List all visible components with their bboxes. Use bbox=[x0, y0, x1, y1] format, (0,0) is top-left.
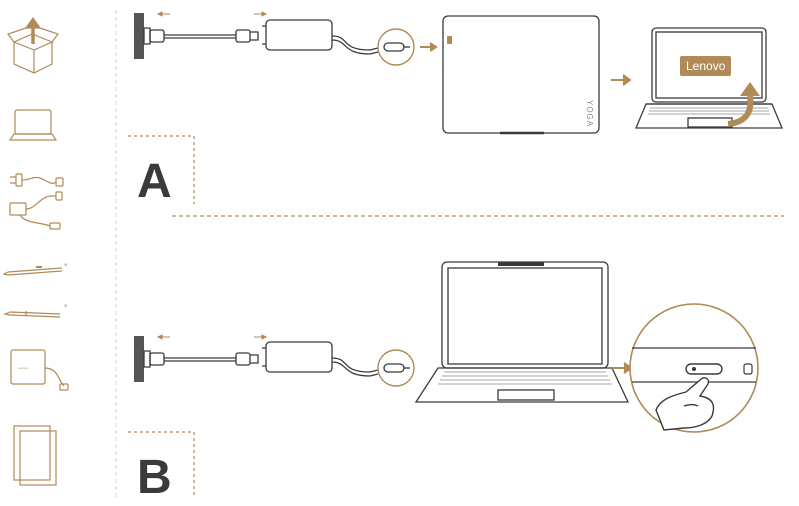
power-on-arrow-icon bbox=[727, 82, 760, 127]
open-box-icon bbox=[7, 16, 59, 74]
arrow-right-icon bbox=[612, 362, 633, 374]
usb-c-connector-icon bbox=[377, 28, 415, 66]
power-adapter-icon bbox=[262, 341, 379, 377]
step-b-label: B bbox=[137, 451, 172, 504]
dock-brand-label: Lenovo bbox=[18, 366, 28, 370]
wall-outlet-icon bbox=[134, 13, 144, 59]
ac-cable-icon bbox=[143, 350, 259, 368]
hand-press-icon bbox=[655, 377, 715, 431]
arrow-right-icon bbox=[156, 11, 268, 17]
step-b-frame bbox=[128, 431, 195, 496]
optional-mark-pen: * bbox=[64, 262, 68, 270]
step-a-frame bbox=[128, 135, 195, 204]
power-chain-b bbox=[134, 261, 759, 433]
power-button bbox=[685, 363, 723, 375]
screen-brand-logo: Lenovo bbox=[680, 56, 732, 76]
documents-icon bbox=[13, 425, 57, 486]
tablet-brand-text: YOGA bbox=[585, 100, 594, 128]
box-contents-column bbox=[2, 16, 69, 486]
pen-icon bbox=[2, 267, 63, 276]
arrow-right-icon bbox=[156, 334, 268, 340]
closed-laptop-lid bbox=[442, 15, 600, 135]
usb-c-connector-icon bbox=[377, 349, 415, 387]
optional-mark-stylus: * bbox=[64, 303, 68, 311]
wall-outlet-icon bbox=[134, 336, 144, 382]
power-button-zoom bbox=[629, 303, 759, 433]
arrow-right-icon bbox=[420, 42, 438, 52]
stylus-icon bbox=[2, 311, 61, 318]
laptop-icon bbox=[8, 109, 58, 141]
power-adapter-kit-icon bbox=[9, 173, 64, 230]
power-chain-a bbox=[134, 11, 783, 135]
step-a-label: A bbox=[137, 155, 172, 208]
small-details bbox=[36, 266, 42, 268]
power-adapter-icon bbox=[262, 19, 379, 55]
dock-icon bbox=[10, 349, 69, 391]
open-laptop-icon bbox=[414, 261, 630, 403]
ac-cable-icon bbox=[143, 27, 259, 45]
arrow-right-icon bbox=[611, 74, 632, 86]
open-laptop-icon bbox=[635, 27, 783, 129]
